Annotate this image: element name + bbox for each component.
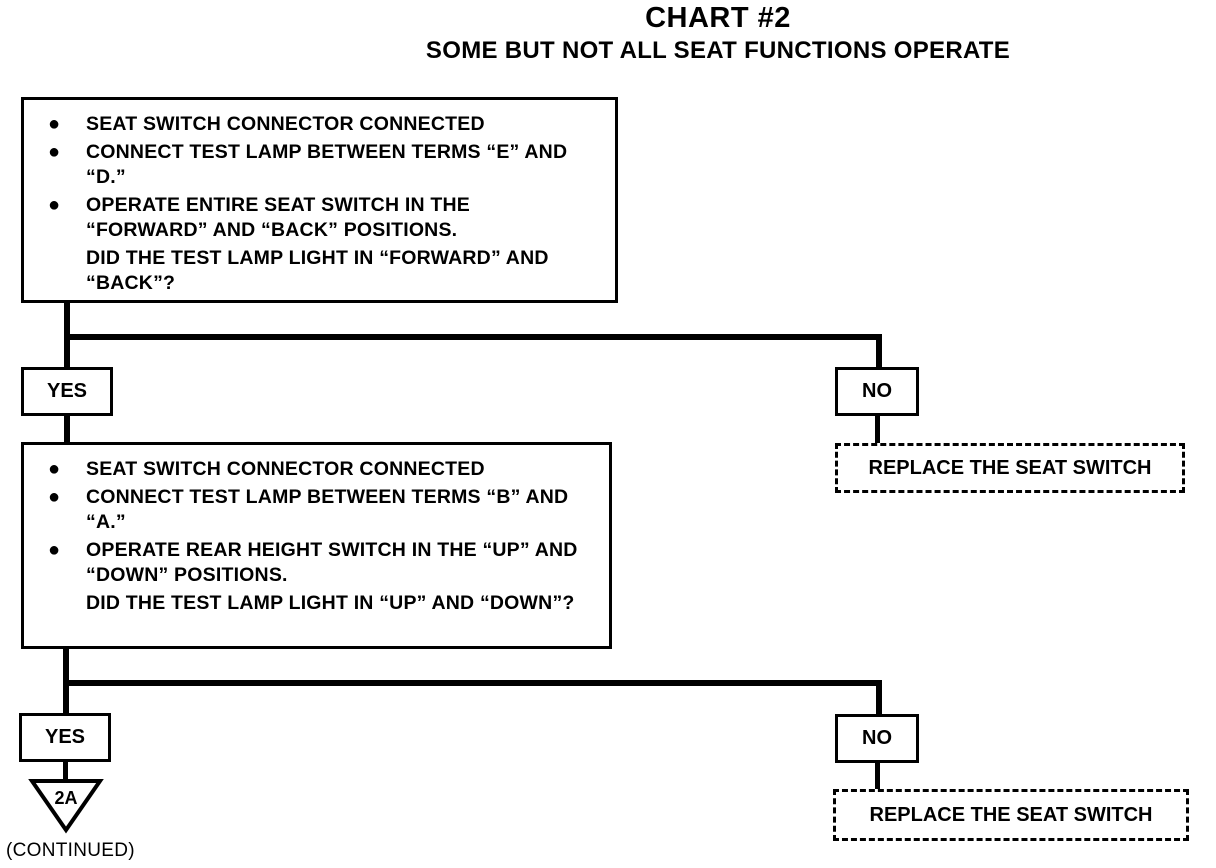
step-1-box: ●SEAT SWITCH CONNECTOR CONNECTED ●CONNEC…	[21, 97, 618, 303]
step-1-yes-label: YES	[21, 367, 113, 416]
step-1-no-label: NO	[835, 367, 919, 416]
step-2-bullet-list: ●SEAT SWITCH CONNECTOR CONNECTED ●CONNEC…	[48, 457, 589, 588]
chart-title: CHART #2	[645, 2, 791, 34]
step-2-no-label: NO	[835, 714, 919, 763]
continued-note: (CONTINUED)	[6, 840, 135, 861]
connector-line	[63, 762, 68, 779]
bullet-icon: ●	[48, 113, 61, 135]
step-2-question: DID THE TEST LAMP LIGHT IN “UP” AND “DOW…	[86, 592, 575, 614]
connector-line	[876, 334, 882, 367]
connector-line	[64, 334, 882, 340]
step-2-no-action: REPLACE THE SEAT SWITCH	[833, 789, 1189, 841]
step-2-box: ●SEAT SWITCH CONNECTOR CONNECTED ●CONNEC…	[21, 442, 612, 649]
connector-line	[63, 680, 882, 686]
connector-line	[876, 680, 882, 714]
step-2-yes-label: YES	[19, 713, 111, 762]
bullet-icon: ●	[48, 141, 61, 163]
step-1-bullet-list: ●SEAT SWITCH CONNECTOR CONNECTED ●CONNEC…	[48, 112, 595, 243]
step-2-bullet: ●CONNECT TEST LAMP BETWEEN TERMS “B” AND…	[48, 486, 569, 533]
bullet-icon: ●	[48, 486, 61, 508]
step-1-bullet: ●OPERATE ENTIRE SEAT SWITCH IN THE “FORW…	[48, 194, 470, 241]
connector-line	[64, 416, 70, 442]
step-1-question: DID THE TEST LAMP LIGHT IN “FORWARD” AND…	[86, 247, 549, 294]
bullet-icon: ●	[48, 458, 61, 480]
connector-line	[875, 416, 880, 443]
off-page-connector-triangle-icon: 2A	[28, 779, 104, 834]
bullet-icon: ●	[48, 194, 61, 216]
connector-label: 2A	[54, 788, 77, 808]
step-2-bullet: ●OPERATE REAR HEIGHT SWITCH IN THE “UP” …	[48, 539, 578, 586]
step-2-bullet: ●SEAT SWITCH CONNECTOR CONNECTED	[48, 458, 485, 480]
bullet-icon: ●	[48, 539, 61, 561]
chart-subtitle: SOME BUT NOT ALL SEAT FUNCTIONS OPERATE	[425, 37, 1011, 64]
step-1-bullet: ●CONNECT TEST LAMP BETWEEN TERMS “E” AND…	[48, 141, 568, 188]
step-1-no-action: REPLACE THE SEAT SWITCH	[835, 443, 1185, 493]
step-1-bullet: ●SEAT SWITCH CONNECTOR CONNECTED	[48, 113, 485, 135]
connector-line	[875, 763, 880, 790]
